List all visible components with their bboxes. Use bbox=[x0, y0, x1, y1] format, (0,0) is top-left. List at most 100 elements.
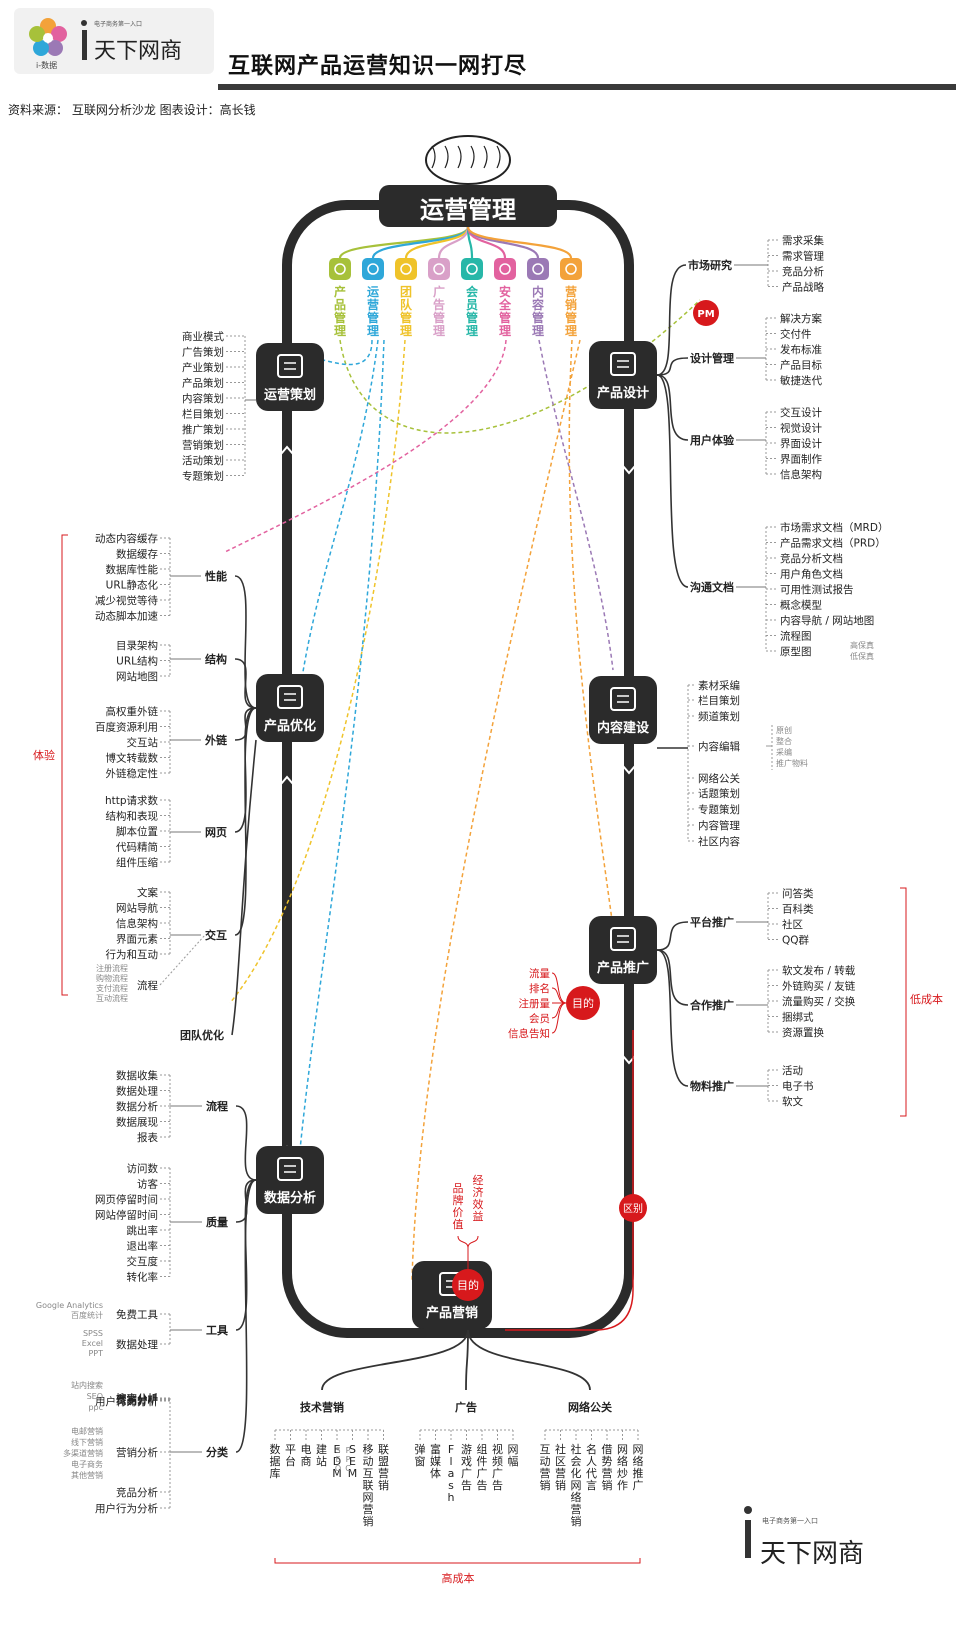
label-char: 化 bbox=[571, 1466, 582, 1480]
label-char: 品 bbox=[453, 1182, 464, 1195]
list-item: 信息架构 bbox=[780, 468, 822, 481]
list-item: 结构和表现 bbox=[106, 810, 159, 823]
dashed-relation-link bbox=[411, 339, 581, 1281]
label-char: 产 bbox=[334, 284, 346, 299]
list-item: 产品战略 bbox=[782, 281, 824, 294]
list-item: 营销分析 bbox=[116, 1446, 158, 1459]
label-char: O bbox=[335, 1464, 341, 1473]
label-char: 区 bbox=[555, 1455, 566, 1468]
label-char: 值 bbox=[453, 1218, 464, 1231]
node-number: 6 bbox=[259, 658, 269, 674]
direction-chevron-icon bbox=[622, 465, 636, 475]
label-char: 管 bbox=[532, 310, 544, 325]
low-cost-bracket bbox=[900, 887, 907, 1117]
team-optimize-label: 团队优化 bbox=[180, 1028, 224, 1042]
group-branch bbox=[656, 949, 689, 1087]
label-char: 社 bbox=[571, 1442, 582, 1456]
label-char: 络 bbox=[617, 1454, 628, 1468]
low-cost-label: 低成本 bbox=[910, 992, 943, 1006]
list-item: 素材采编 bbox=[698, 679, 740, 692]
label-char: 告 bbox=[492, 1479, 503, 1492]
direction-chevron-icon bbox=[280, 445, 294, 455]
group-name: 工具 bbox=[206, 1324, 228, 1337]
sub-item: 电子商务 bbox=[71, 1459, 103, 1469]
list-item: 内容编辑 bbox=[698, 740, 740, 753]
label-char: 推 bbox=[633, 1466, 644, 1480]
list-item: 搜索分析 bbox=[116, 1392, 158, 1405]
label-char: 安 bbox=[499, 284, 511, 299]
label-char: 容 bbox=[531, 297, 544, 312]
category-icon bbox=[428, 258, 450, 280]
difference-line bbox=[505, 1030, 634, 1331]
label-char: 理 bbox=[466, 324, 478, 338]
list-item: 流程 bbox=[137, 979, 158, 992]
node-label: 产品优化 bbox=[264, 718, 316, 734]
label-char: S bbox=[349, 1443, 356, 1456]
list-item: http请求数 bbox=[105, 794, 159, 807]
node-label: 产品设计 bbox=[597, 385, 649, 401]
label-char: 销 bbox=[363, 1514, 374, 1528]
list-item: 退出率 bbox=[127, 1240, 159, 1253]
group-name: 性能 bbox=[205, 569, 227, 583]
dashed-relation-link bbox=[229, 339, 406, 1004]
label-char: 移 bbox=[363, 1443, 374, 1456]
label-char: 营 bbox=[363, 1502, 374, 1516]
sub-item: 其他营销 bbox=[71, 1470, 103, 1480]
list-item: 捆绑式 bbox=[782, 1011, 814, 1024]
brand-logo: i-数据 电子商务第一入口 天下网商 bbox=[29, 18, 182, 70]
label-char: 管 bbox=[565, 310, 577, 325]
list-item: 免费工具 bbox=[116, 1308, 158, 1321]
sub-item: 整合 bbox=[776, 736, 792, 746]
gift-icon bbox=[277, 685, 303, 709]
label-char: 势 bbox=[602, 1455, 613, 1468]
list-item: 需求管理 bbox=[782, 250, 824, 263]
label-char: 告 bbox=[477, 1479, 488, 1492]
connector-line bbox=[159, 934, 206, 986]
label-char: 站 bbox=[316, 1454, 327, 1468]
group-branch bbox=[656, 921, 689, 951]
label-char: l bbox=[449, 1455, 452, 1468]
label-char: 价 bbox=[453, 1206, 464, 1219]
footer-logo-text: 天下网商 bbox=[760, 1539, 864, 1569]
sub-item: 购物流程 bbox=[96, 973, 128, 983]
category-icon bbox=[362, 258, 384, 280]
list-item: 博文转载数 bbox=[106, 752, 159, 765]
group-branch bbox=[656, 357, 689, 376]
label-char: 频 bbox=[492, 1454, 503, 1468]
list-item: 交互设计 bbox=[780, 406, 822, 419]
group-name: 广告 bbox=[455, 1400, 477, 1414]
group-name: 合作推广 bbox=[690, 998, 734, 1012]
dashed-relation-link bbox=[538, 339, 614, 671]
list-item: 数据缓存 bbox=[116, 548, 158, 561]
group-branch bbox=[234, 658, 257, 709]
list-item: 原型图 bbox=[780, 645, 812, 658]
group-branch bbox=[234, 707, 257, 936]
label-char: 台 bbox=[285, 1454, 296, 1468]
list-item: 数据处理 bbox=[116, 1338, 158, 1351]
group-name: 技术营销 bbox=[300, 1400, 344, 1414]
group-name: 网页 bbox=[205, 826, 227, 839]
label-char: 营 bbox=[602, 1466, 613, 1480]
label-char: 建 bbox=[316, 1442, 327, 1456]
label-char: 平 bbox=[285, 1443, 296, 1456]
label-char: M bbox=[348, 1467, 358, 1480]
list-item: 网站停留时间 bbox=[95, 1209, 158, 1222]
logo-tag: 电子商务第一入口 bbox=[94, 20, 142, 28]
list-item: 跳出率 bbox=[127, 1224, 159, 1237]
category-glyph-icon bbox=[433, 263, 445, 275]
list-item: 访问数 bbox=[127, 1162, 159, 1175]
category-icon bbox=[329, 258, 351, 280]
label-char: P bbox=[346, 1446, 351, 1455]
list-item: 外链购买 / 友链 bbox=[782, 980, 856, 993]
vertical-list-item: 平台 bbox=[285, 1443, 296, 1468]
sub-item: PPC bbox=[345, 1446, 351, 1473]
label-char: 言 bbox=[586, 1479, 597, 1492]
list-item: 动态内容缓存 bbox=[95, 532, 158, 545]
